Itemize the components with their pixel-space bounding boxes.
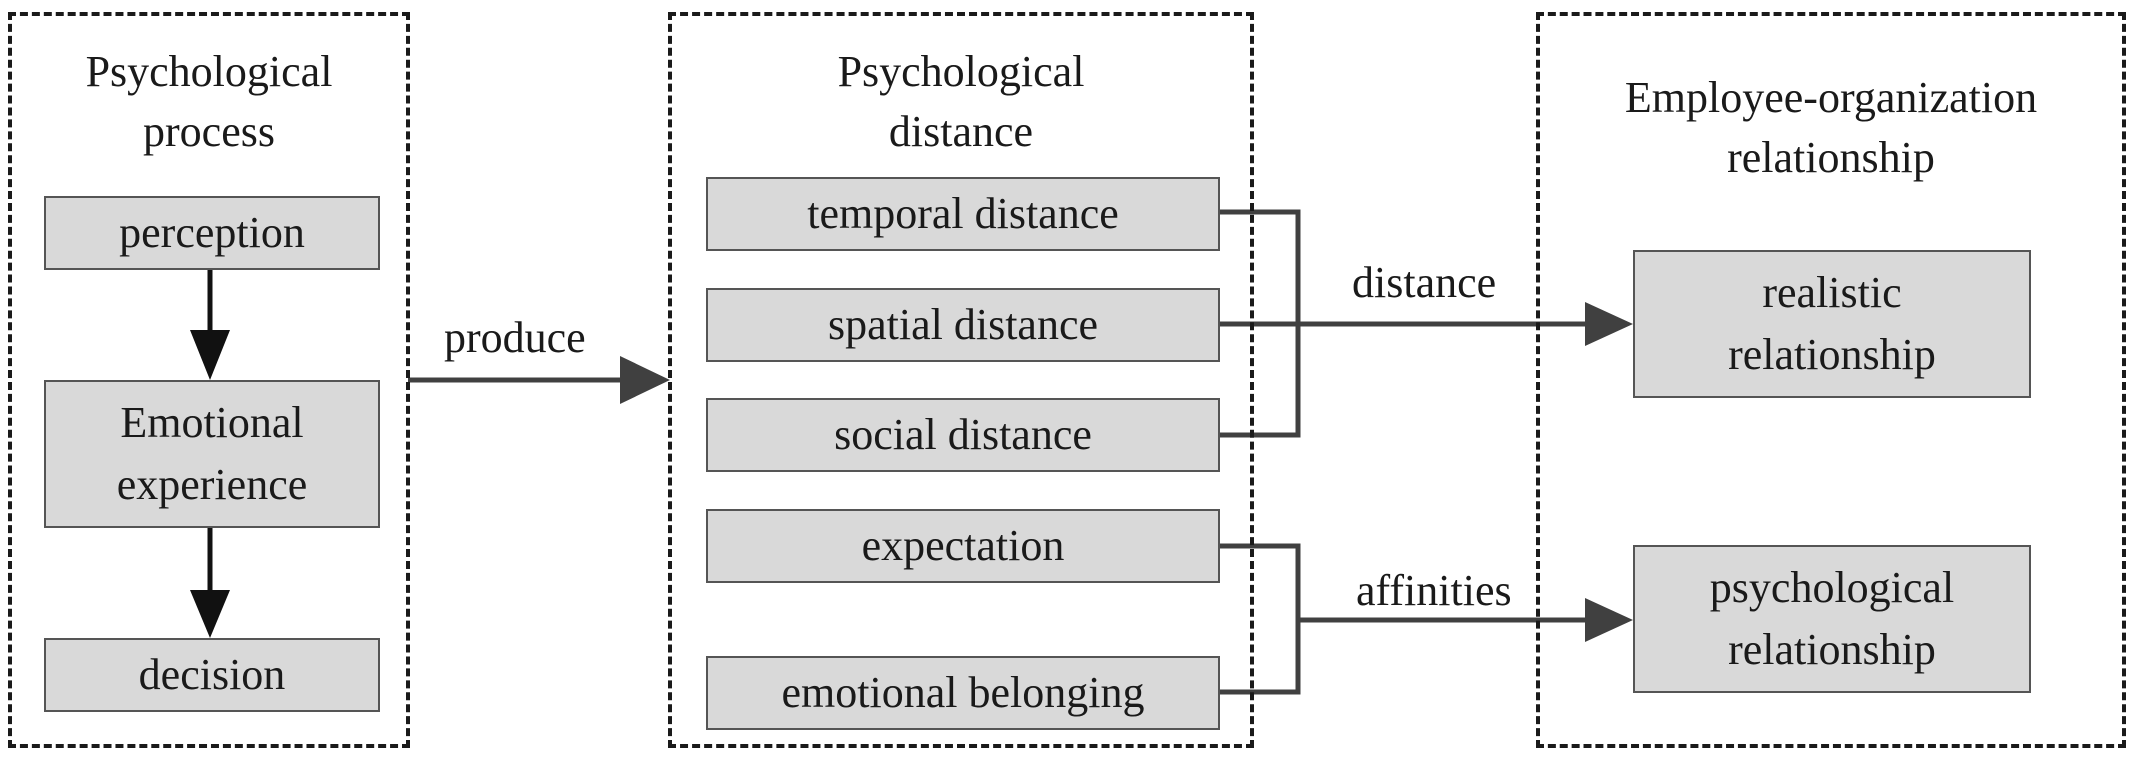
node-realistic-relationship: realistic relationship	[1633, 250, 2031, 398]
node-decision: decision	[44, 638, 380, 712]
node-spatial-distance: spatial distance	[706, 288, 1220, 362]
edge-label-produce: produce	[444, 313, 586, 362]
node-emotional-belonging: emotional belonging	[706, 656, 1220, 730]
edge-label-affinities: affinities	[1356, 566, 1512, 615]
group-title-employee-organization-relationship: Employee-organization relationship	[1624, 73, 2038, 182]
group-title-psychological-distance: Psychological distance	[837, 47, 1085, 156]
group-psychological-process	[8, 12, 410, 748]
node-temporal-distance: temporal distance	[706, 177, 1220, 251]
group-employee-organization-relationship	[1536, 12, 2126, 748]
node-perception: perception	[44, 196, 380, 270]
node-emotional-experience: Emotional experience	[44, 380, 380, 528]
arrowhead-affinities	[1585, 598, 1633, 642]
arrowhead-emotional-to-decision	[190, 590, 230, 638]
node-expectation: expectation	[706, 509, 1220, 583]
node-psychological-relationship: psychological relationship	[1633, 545, 2031, 693]
arrowhead-perception-to-emotional	[190, 330, 230, 380]
node-social-distance: social distance	[706, 398, 1220, 472]
arrowhead-distance	[1585, 302, 1633, 346]
arrowhead-produce	[620, 356, 670, 404]
group-title-psychological-process: Psychological process	[85, 47, 333, 156]
edge-label-distance: distance	[1352, 258, 1497, 307]
group-psychological-distance	[668, 12, 1254, 748]
